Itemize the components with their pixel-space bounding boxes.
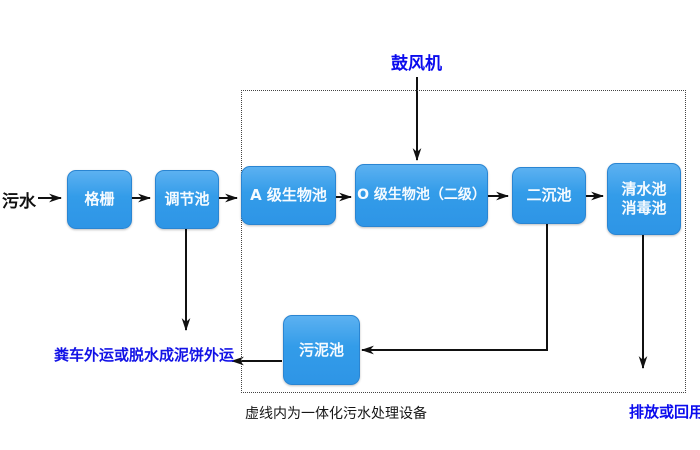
dashed-box-caption: 虚线内为一体化污水处理设备 (245, 406, 427, 422)
node-sludge-tank-label: 污泥池 (298, 340, 344, 359)
node-clear-water-disinfection-tank: 清水池 消毒池 (607, 163, 681, 235)
node-regulating-tank-label: 调节池 (164, 190, 210, 209)
node-a-bio-tank: A 级生物池 (241, 166, 336, 225)
node-grille: 格栅 (67, 170, 132, 229)
node-clear-water-tank-line1: 清水池 (621, 180, 667, 199)
sludge-disposal-label: 粪车外运或脱水成泥饼外运 (54, 346, 235, 364)
blower-label: 鼓风机 (391, 54, 442, 74)
discharge-label: 排放或回用 (629, 403, 700, 421)
equipment-boundary-dashed-box (241, 90, 686, 393)
node-a-bio-tank-label: A 级生物池 (250, 186, 327, 205)
node-regulating-tank: 调节池 (155, 170, 219, 229)
node-clear-water-tank-line2: 消毒池 (621, 199, 667, 217)
influent-label: 污水 (2, 192, 36, 212)
node-secondary-sedimentation-tank-label: 二沉池 (526, 186, 572, 205)
node-o-bio-tank-label: O 级生物池（二级） (357, 186, 486, 203)
node-grille-label: 格栅 (84, 190, 115, 209)
node-secondary-sedimentation-tank: 二沉池 (512, 167, 586, 224)
node-sludge-tank: 污泥池 (283, 315, 360, 385)
node-o-bio-tank: O 级生物池（二级） (355, 164, 488, 227)
